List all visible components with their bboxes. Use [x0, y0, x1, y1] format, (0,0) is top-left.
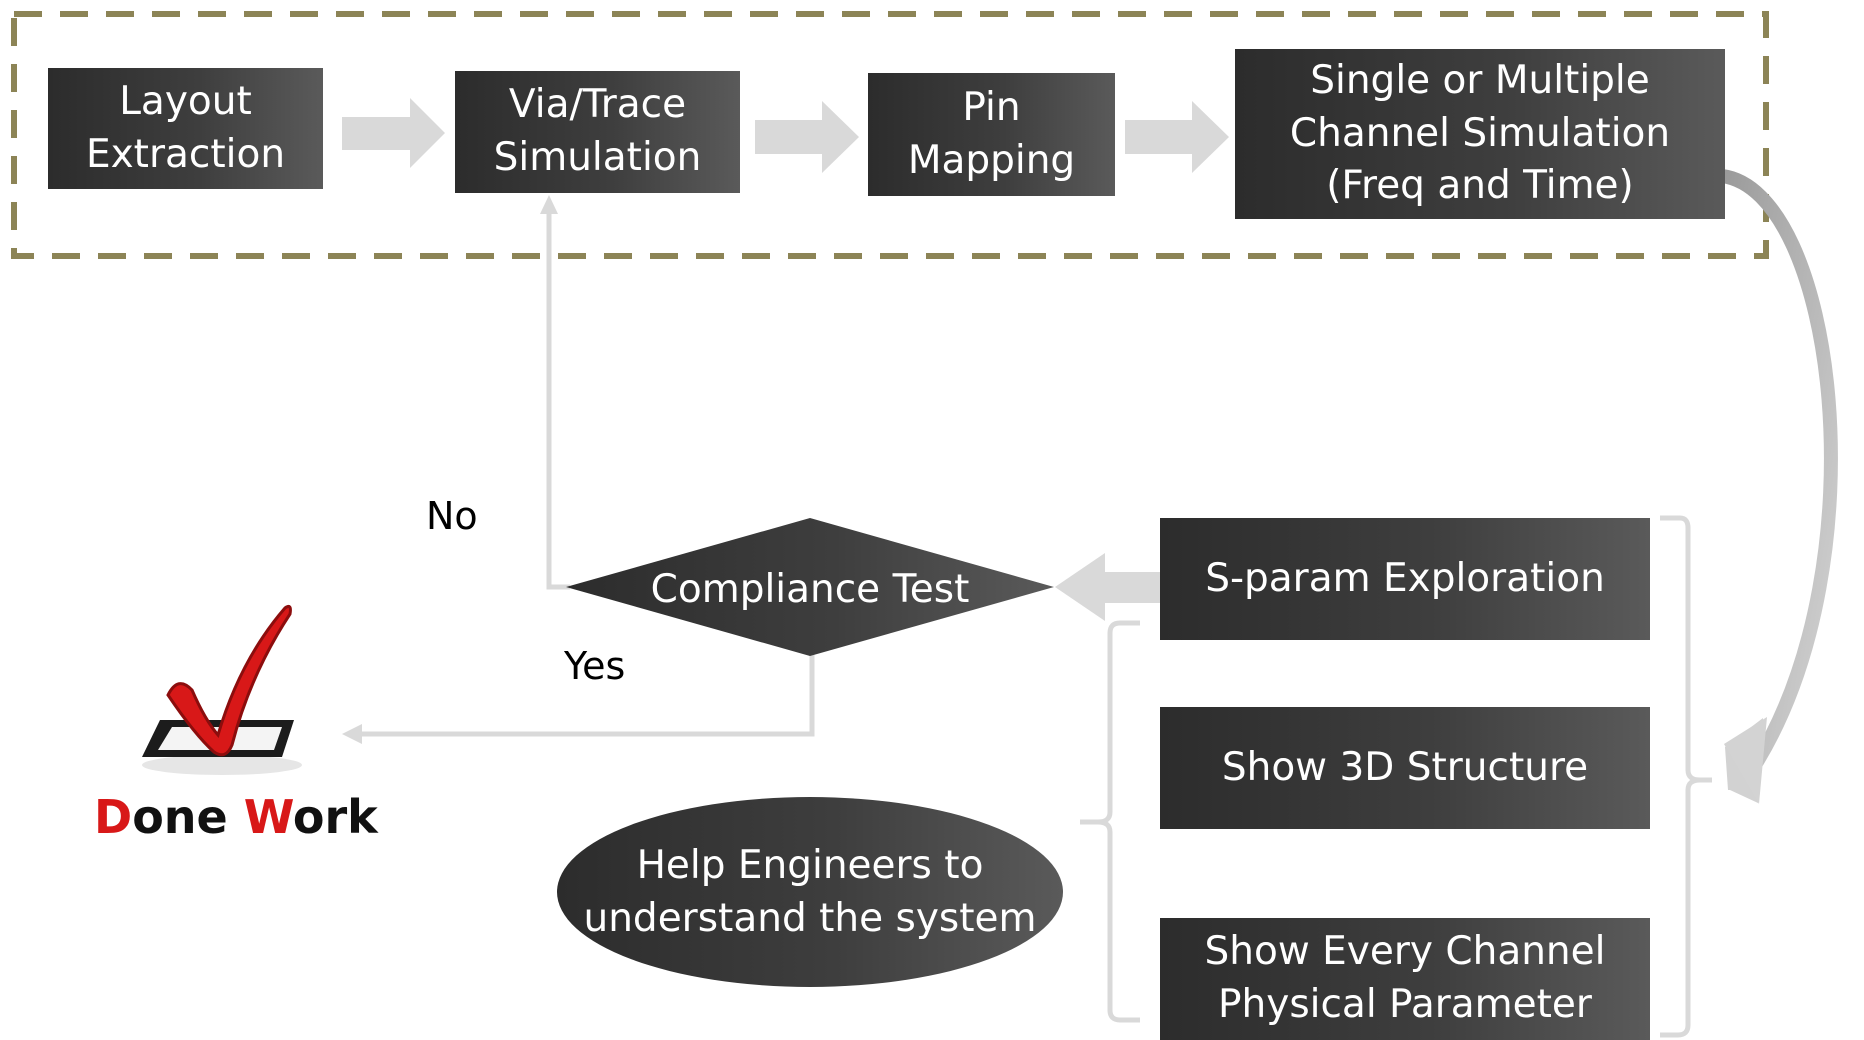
no-connector	[546, 205, 570, 590]
layout-extraction-box: Layout Extraction	[48, 68, 323, 189]
goal-ellipse	[557, 797, 1063, 987]
compliance-test-label: Compliance Test	[650, 566, 970, 612]
right-bracket	[1660, 515, 1712, 1038]
simulation-group-border	[11, 11, 1769, 259]
no-label: No	[426, 494, 478, 538]
done-work-label: Done Work	[94, 790, 378, 844]
yes-connector	[356, 652, 815, 737]
yes-label: Yes	[564, 644, 626, 688]
done-second-letter: W	[243, 790, 293, 844]
done-first-rest: one	[132, 790, 244, 844]
curved-arrow	[1715, 169, 1838, 772]
arrow-to-compliance	[1055, 553, 1160, 621]
done-checkmark	[142, 605, 302, 775]
done-second-rest: ork	[292, 790, 378, 844]
compliance-diamond	[566, 518, 1054, 656]
arrow-2	[755, 101, 859, 173]
done-first-letter: D	[94, 790, 133, 844]
via-trace-simulation-box: Via/Trace Simulation	[455, 71, 740, 193]
pin-mapping-box: Pin Mapping	[868, 73, 1115, 196]
show-3d-structure-box: Show 3D Structure	[1160, 707, 1650, 829]
s-param-exploration-box: S-param Exploration	[1160, 518, 1650, 640]
arrow-3	[1125, 101, 1229, 173]
channel-simulation-box: Single or Multiple Channel Simulation (F…	[1235, 49, 1725, 219]
show-physical-parameter-box: Show Every Channel Physical Parameter	[1160, 918, 1650, 1040]
arrow-1	[342, 98, 445, 168]
goal-label: Help Engineers to understand the system	[583, 843, 1037, 941]
left-bracket	[1080, 620, 1140, 1023]
